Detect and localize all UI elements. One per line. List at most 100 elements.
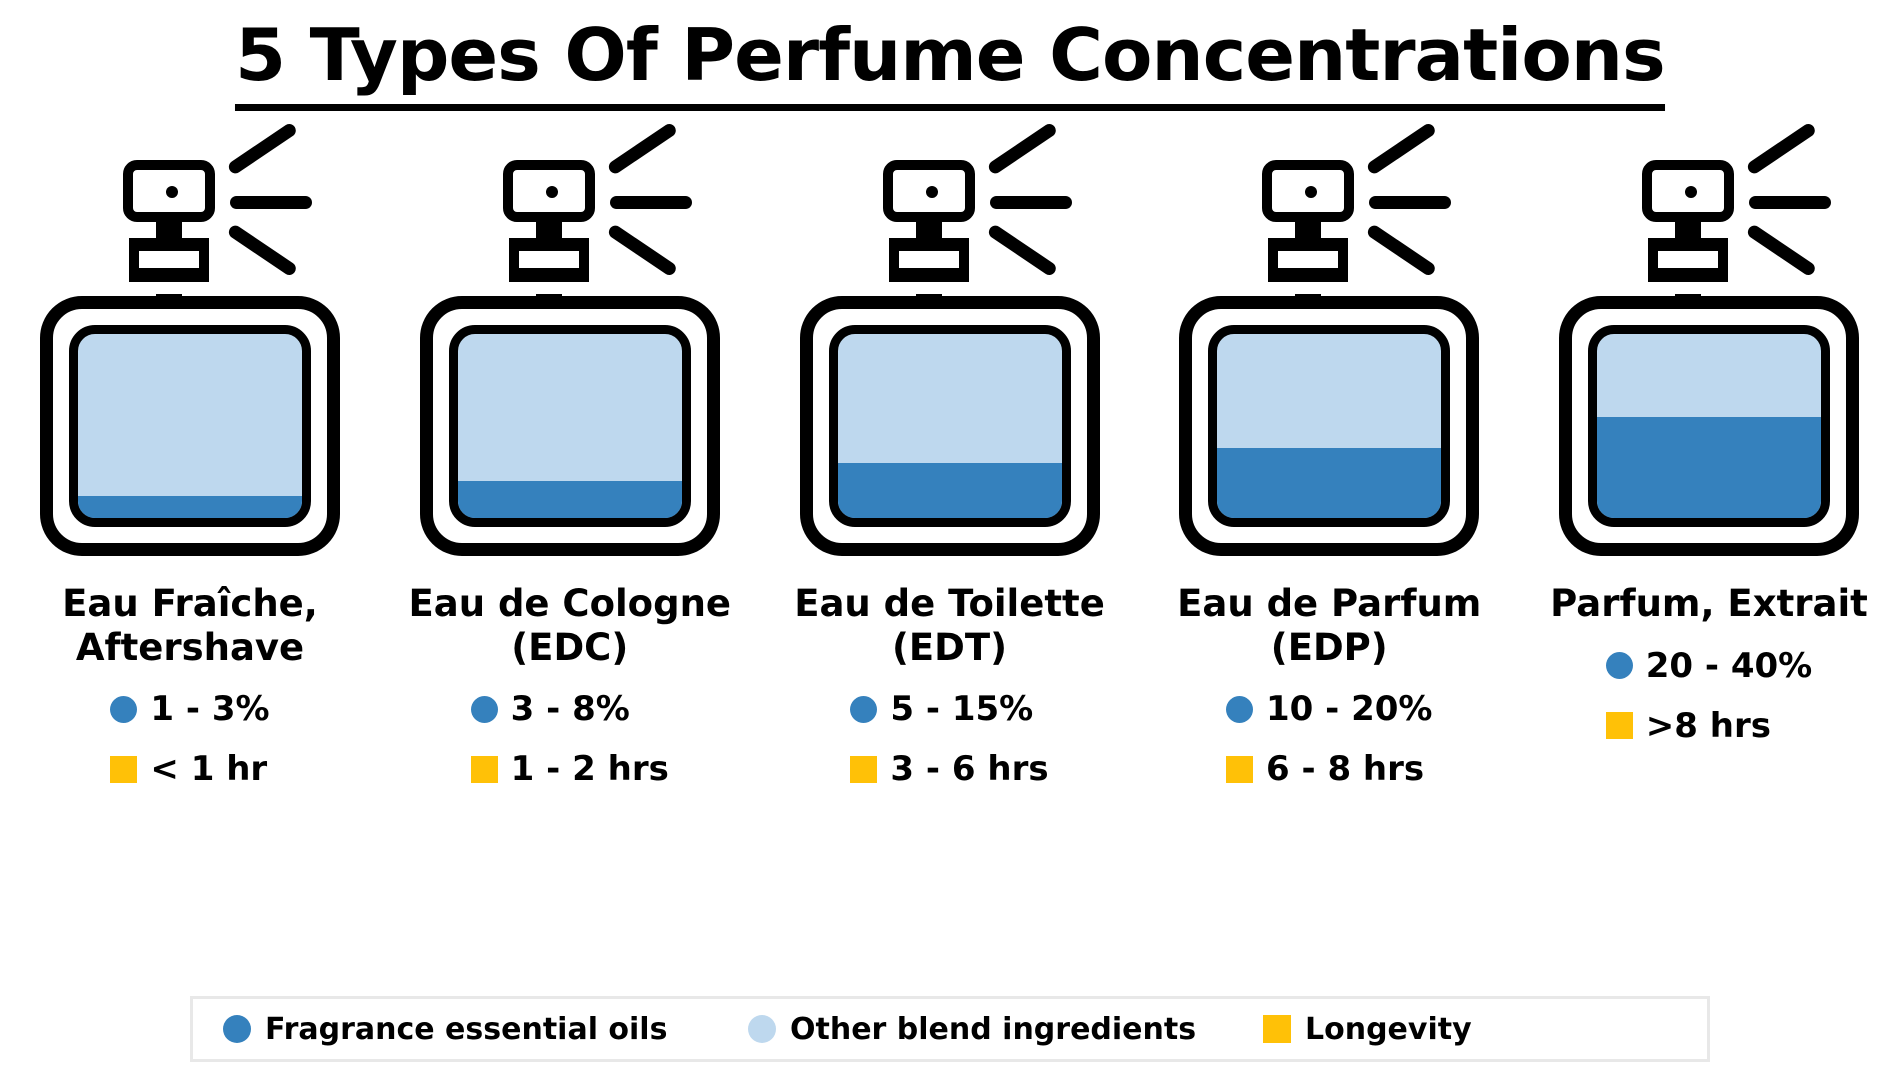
bottle-neck-band bbox=[1295, 282, 1322, 294]
fragrance-oil-swatch-icon bbox=[110, 695, 138, 723]
cap-dot-icon bbox=[545, 186, 558, 198]
longevity-value: < 1 hr bbox=[150, 749, 268, 790]
bottle-neck-upper bbox=[535, 222, 562, 238]
spray-cap-1 bbox=[420, 121, 720, 308]
concentration-row-0: 1 - 3% bbox=[110, 689, 270, 729]
legend-item-longevity: Longevity bbox=[1263, 1012, 1472, 1047]
spray-line-icon bbox=[226, 223, 299, 278]
bottle-column-4: Parfum, Extrait 20 - 40% >8 hrs bbox=[1529, 121, 1889, 789]
longevity-row-2: 3 - 6 hrs bbox=[850, 749, 1049, 790]
bottle-neck-upper bbox=[156, 222, 182, 238]
spray-line-icon bbox=[1749, 196, 1831, 209]
bottle-column-2: Eau de Toilette (EDT) 5 - 15% 3 - 6 hrs bbox=[770, 121, 1130, 790]
concentration-row-2: 5 - 15% bbox=[850, 689, 1033, 729]
concentration-row-3: 10 - 20% bbox=[1226, 689, 1432, 729]
bottle-neck-upper bbox=[915, 222, 942, 238]
other-ingredients-swatch-icon bbox=[748, 1015, 776, 1043]
bottle-body-2 bbox=[799, 296, 1100, 556]
bottle-column-0: Eau Fraîche, Aftershave 1 - 3% < 1 hr bbox=[10, 121, 370, 789]
bottle-label-line1: Parfum, Extrait bbox=[1550, 582, 1868, 625]
spray-line-icon bbox=[985, 121, 1058, 176]
concentration-value: 20 - 40% bbox=[1645, 645, 1813, 686]
bottle-label-line1: Eau de Cologne bbox=[408, 582, 732, 625]
bottle-stats-3: 10 - 20% 6 - 8 hrs bbox=[1226, 689, 1432, 789]
fragrance-oil-fill-2 bbox=[837, 462, 1062, 518]
bottle-body-3 bbox=[1179, 296, 1480, 556]
legend-label: Other blend ingredients bbox=[790, 1011, 1197, 1047]
fragrance-oil-fill-0 bbox=[78, 495, 302, 518]
concentration-row-4: 20 - 40% bbox=[1605, 645, 1813, 686]
title-area: 5 Types Of Perfume Concentrations bbox=[0, 17, 1899, 111]
bottle-stats-2: 5 - 15% 3 - 6 hrs bbox=[850, 689, 1049, 790]
longevity-value: 3 - 6 hrs bbox=[890, 749, 1049, 790]
spray-cap-0 bbox=[40, 121, 340, 308]
bottle-column-1: Eau de Cologne (EDC) 3 - 8% 1 - 2 hrs bbox=[390, 121, 750, 790]
spray-cap-3 bbox=[1179, 121, 1479, 308]
bottle-label-4: Parfum, Extrait bbox=[1529, 582, 1889, 626]
page-title: 5 Types Of Perfume Concentrations bbox=[234, 17, 1665, 111]
fragrance-oil-swatch-icon bbox=[470, 695, 498, 723]
longevity-swatch-icon bbox=[1605, 712, 1633, 740]
bottle-body-1 bbox=[419, 296, 720, 556]
spray-line-icon bbox=[226, 121, 299, 176]
bottle-label-line1: Eau de Toilette bbox=[794, 582, 1105, 625]
bottle-liquid-area-2 bbox=[828, 325, 1071, 527]
spray-line-icon bbox=[985, 223, 1058, 278]
legend-label: Longevity bbox=[1305, 1011, 1472, 1047]
bottle-neck-upper bbox=[1295, 222, 1322, 238]
fragrance-oil-fill-1 bbox=[457, 481, 682, 518]
bottle-collar-band bbox=[139, 251, 199, 268]
longevity-row-4: >8 hrs bbox=[1605, 706, 1771, 746]
bottle-collar-band bbox=[1658, 251, 1718, 268]
cap-dot-icon bbox=[1685, 186, 1697, 198]
spray-line-icon bbox=[230, 196, 312, 209]
cap-box bbox=[123, 160, 215, 222]
longevity-swatch-icon bbox=[110, 755, 138, 783]
cap-dot-icon bbox=[166, 186, 178, 198]
legend-item-other-ingredients: Other blend ingredients bbox=[748, 1012, 1196, 1047]
bottle-collar-band bbox=[1278, 251, 1339, 268]
longevity-swatch-icon bbox=[850, 755, 878, 783]
bottle-label-0: Eau Fraîche, Aftershave bbox=[10, 582, 370, 669]
spray-line-icon bbox=[1745, 223, 1818, 278]
longevity-row-3: 6 - 8 hrs bbox=[1226, 749, 1424, 789]
longevity-row-0: < 1 hr bbox=[110, 749, 267, 789]
bottle-label-1: Eau de Cologne (EDC) bbox=[390, 582, 750, 669]
bottle-label-line2: (EDC) bbox=[511, 625, 629, 669]
fragrance-oil-swatch-icon bbox=[1605, 652, 1633, 680]
fragrance-oil-fill-3 bbox=[1217, 448, 1442, 518]
bottle-neck-upper bbox=[1675, 222, 1701, 238]
bottle-neck-band bbox=[156, 282, 182, 294]
bottle-label-line2: Aftershave bbox=[75, 625, 305, 669]
longevity-swatch-icon bbox=[1263, 1015, 1291, 1043]
cap-dot-icon bbox=[1305, 186, 1318, 198]
bottle-label-line1: Eau Fraîche, bbox=[62, 582, 318, 625]
longevity-swatch-icon bbox=[470, 755, 498, 783]
concentration-value: 10 - 20% bbox=[1266, 689, 1433, 730]
longevity-value: 1 - 2 hrs bbox=[510, 749, 669, 790]
bottle-label-line2: (EDT) bbox=[891, 625, 1008, 669]
longevity-swatch-icon bbox=[1226, 755, 1253, 783]
spray-line-icon bbox=[609, 196, 692, 209]
bottle-liquid-area-0 bbox=[69, 325, 311, 527]
bottle-stats-4: 20 - 40% >8 hrs bbox=[1605, 645, 1813, 746]
bottle-label-2: Eau de Toilette (EDT) bbox=[770, 582, 1130, 669]
bottles-row: Eau Fraîche, Aftershave 1 - 3% < 1 hr bbox=[0, 121, 1899, 790]
longevity-row-1: 1 - 2 hrs bbox=[470, 749, 669, 790]
bottle-label-line1: Eau de Parfum bbox=[1177, 582, 1482, 625]
bottle-label-line2: (EDP) bbox=[1270, 625, 1388, 669]
bottle-collar-band bbox=[518, 251, 579, 268]
concentration-value: 5 - 15% bbox=[890, 689, 1034, 730]
legend-label: Fragrance essential oils bbox=[265, 1011, 668, 1047]
spray-line-icon bbox=[1365, 121, 1438, 176]
spray-line-icon bbox=[1745, 121, 1818, 176]
spray-line-icon bbox=[1365, 223, 1438, 278]
bottle-liquid-area-4 bbox=[1588, 325, 1830, 527]
bottle-neck-band bbox=[1675, 282, 1701, 294]
bottle-stats-0: 1 - 3% < 1 hr bbox=[110, 689, 270, 789]
spray-cap-2 bbox=[800, 121, 1100, 308]
concentration-value: 3 - 8% bbox=[510, 689, 630, 730]
longevity-value: 6 - 8 hrs bbox=[1266, 749, 1425, 790]
spray-line-icon bbox=[989, 196, 1072, 209]
bottle-neck-band bbox=[535, 282, 562, 294]
